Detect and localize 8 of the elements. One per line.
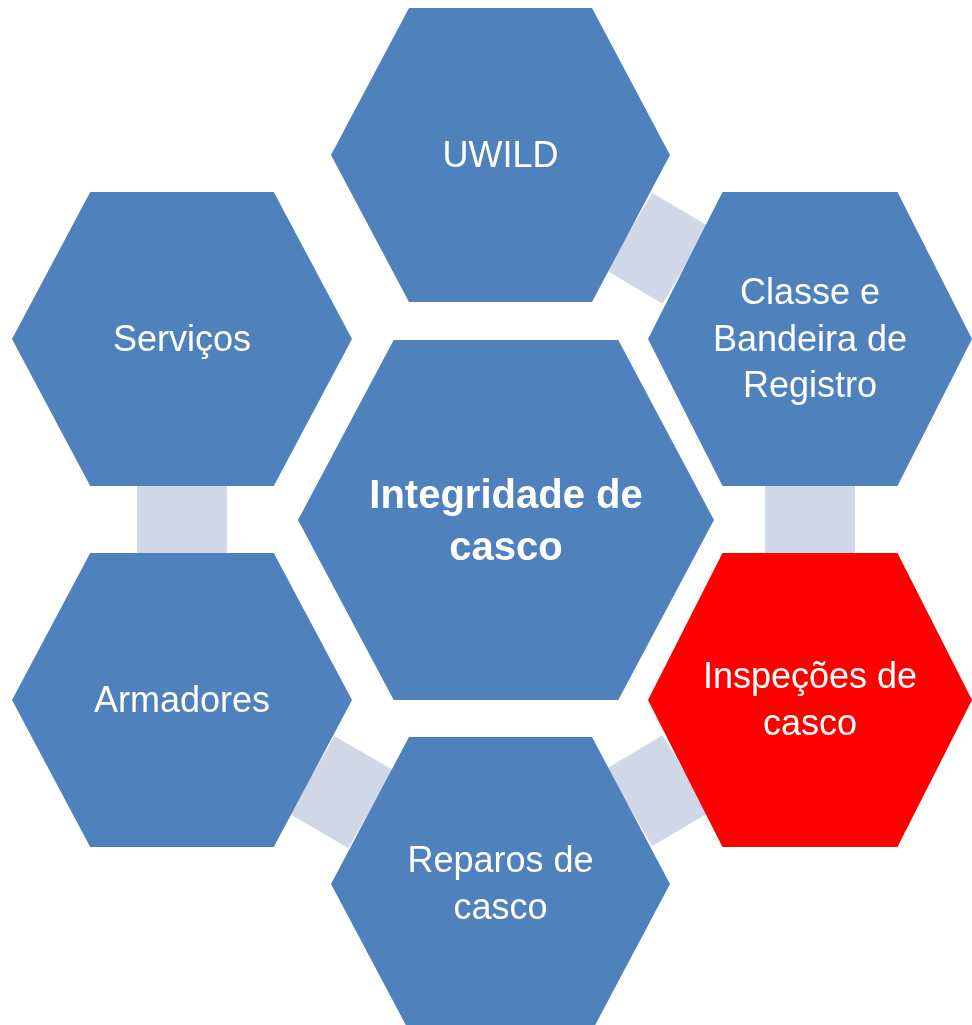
hexagon-label: Serviços bbox=[112, 316, 251, 361]
hexagon-label: Armadores bbox=[93, 677, 271, 722]
hexagon-label: Classe e Bandeira de Registro bbox=[711, 269, 909, 408]
hexagon-label: Inspeções de casco bbox=[701, 654, 919, 745]
hexagon-label: Integridade de casco bbox=[368, 471, 644, 570]
hexagon-label: UWILD bbox=[442, 132, 559, 177]
connector-band bbox=[765, 486, 855, 553]
hexagon-label: Reparos de casco bbox=[406, 838, 595, 929]
